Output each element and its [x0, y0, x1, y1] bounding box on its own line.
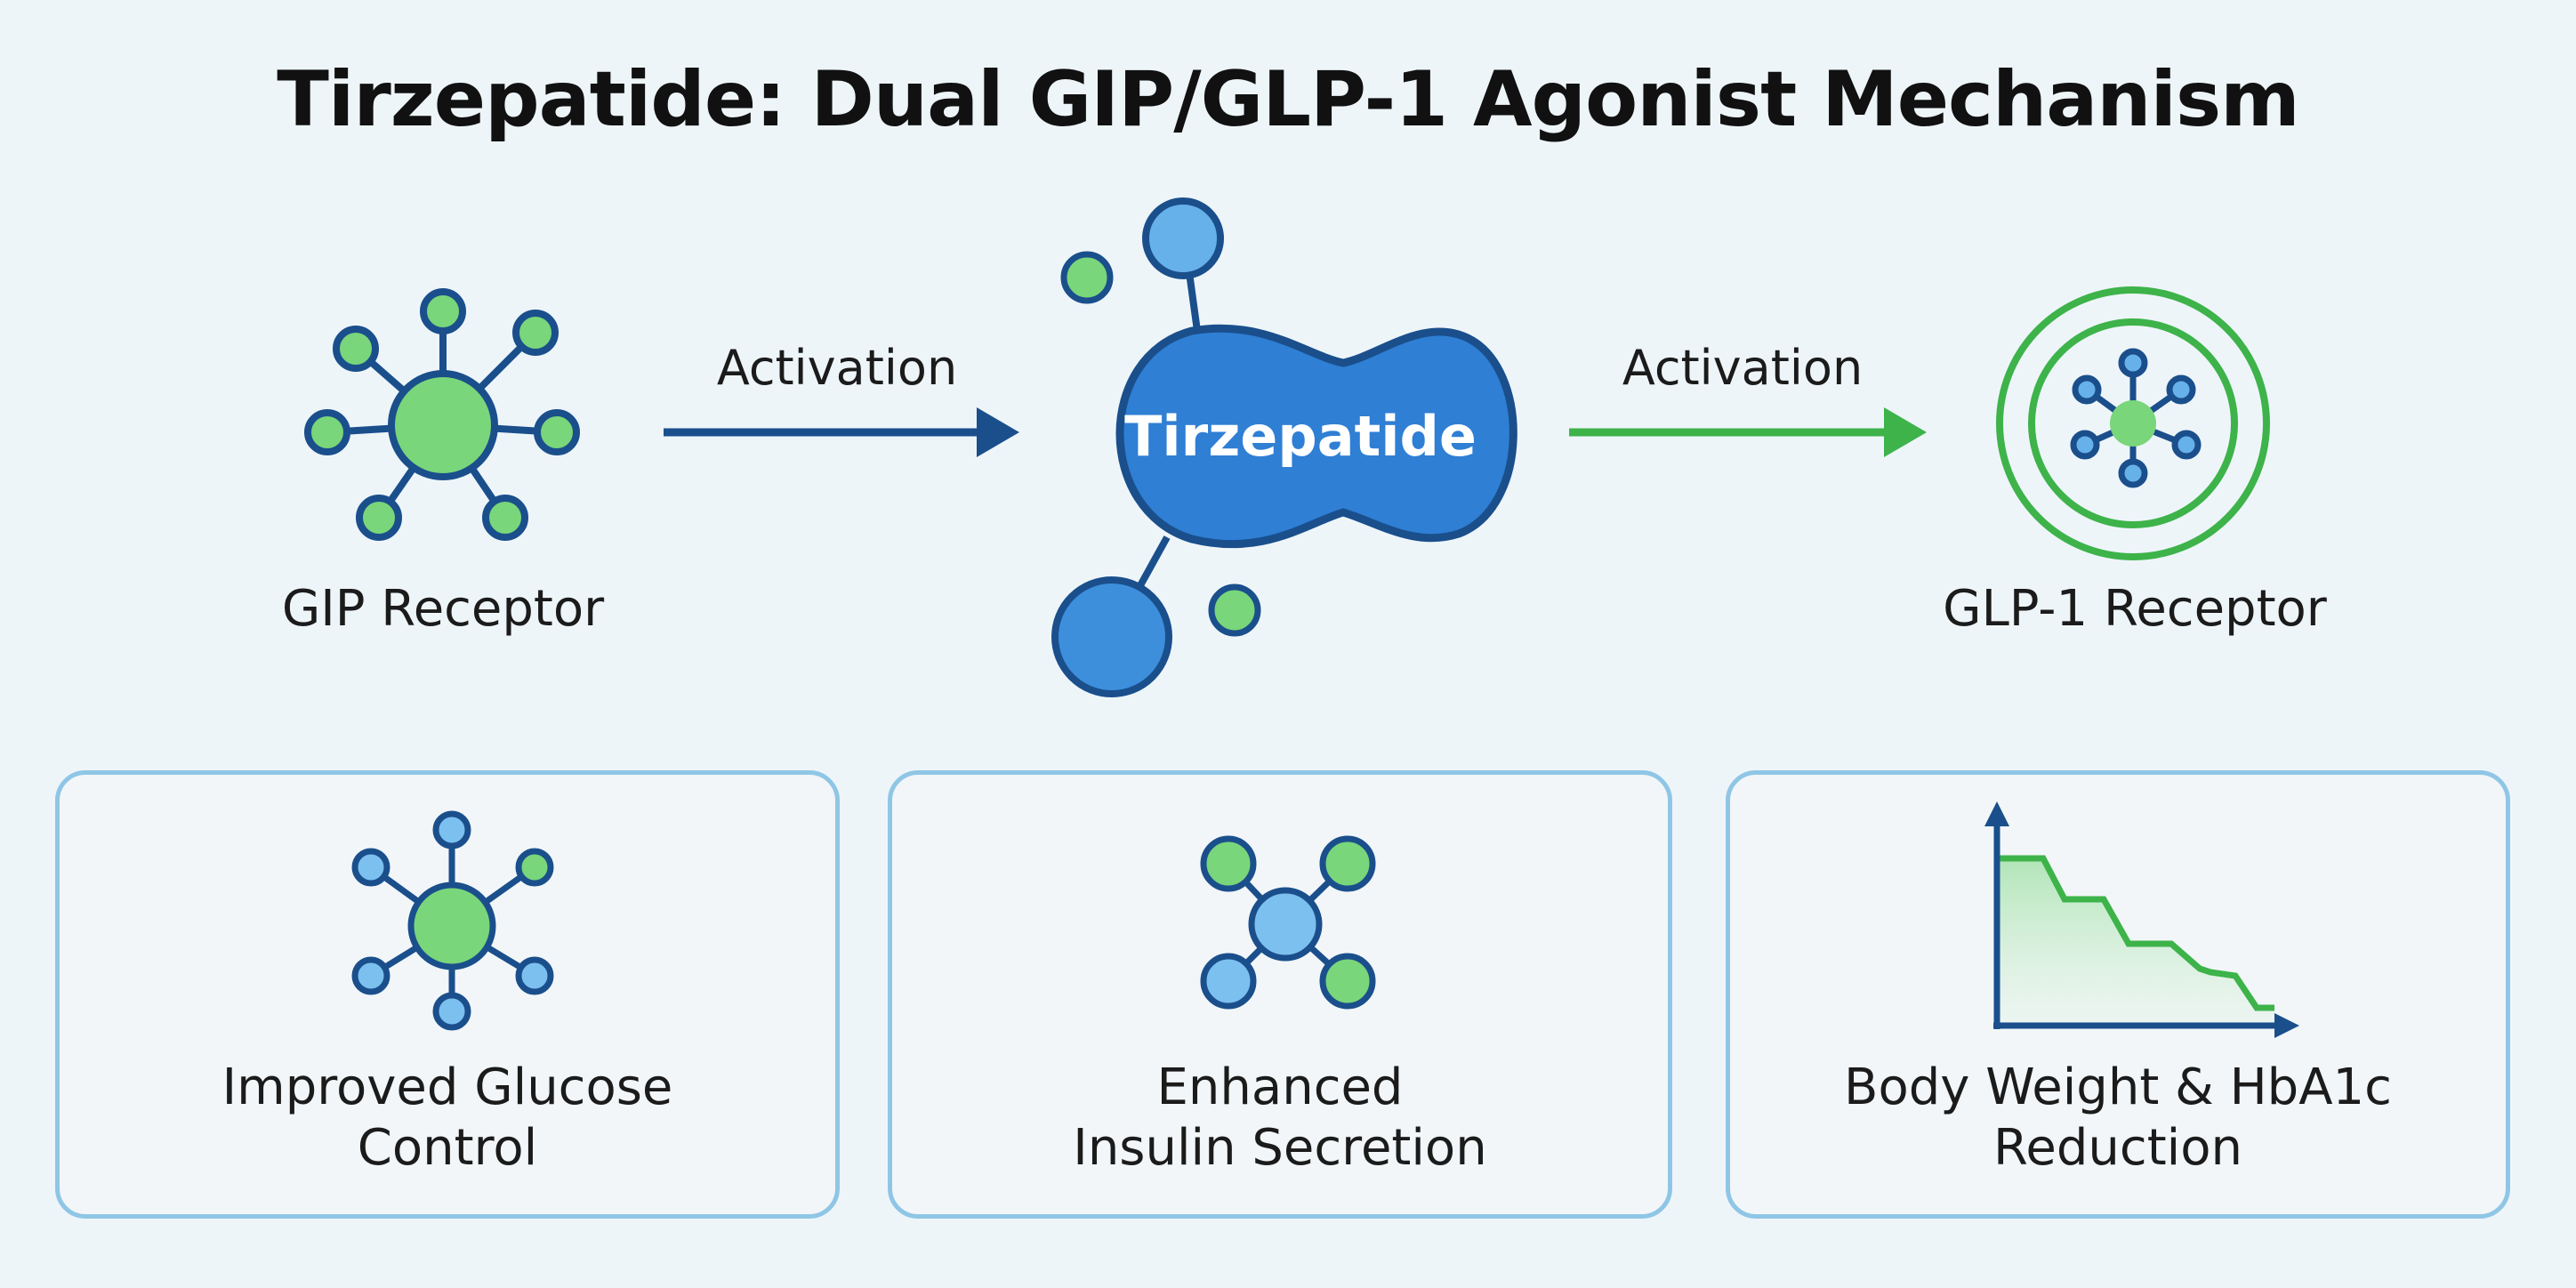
- insulin-molecule-icon: [1200, 835, 1376, 1010]
- weight-decline-chart-icon: [1984, 801, 2299, 1038]
- card-weight-line2: Reduction: [1993, 1119, 2242, 1177]
- mechanism-diagram: Tirzepatide: [304, 197, 2270, 697]
- card-weight-line1: Body Weight & HbA1c: [1844, 1059, 2392, 1116]
- glucose-network-icon: [351, 810, 554, 1031]
- gip-receptor-label: GIP Receptor: [281, 580, 605, 638]
- tirzepatide-molecule-icon: [1051, 197, 1517, 697]
- right-activation-arrow: [1569, 407, 1927, 457]
- left-activation-arrow: [664, 407, 1019, 457]
- tirzepatide-label: Tirzepatide: [1124, 404, 1477, 469]
- right-arrow-label: Activation: [1622, 340, 1864, 396]
- outcome-card-insulin: Enhanced Insulin Secretion: [888, 770, 1672, 1219]
- outcome-card-weight: Body Weight & HbA1c Reduction: [1726, 770, 2510, 1219]
- card-glucose-line2: Control: [357, 1119, 538, 1177]
- card-glucose-line1: Improved Glucose: [221, 1059, 673, 1116]
- glp1-receptor-icon: [1996, 286, 2270, 560]
- outcome-card-glucose: Improved Glucose Control: [55, 770, 840, 1219]
- glp1-receptor-label: GLP-1 Receptor: [1943, 580, 2327, 638]
- card-insulin-line2: Insulin Secretion: [1073, 1119, 1487, 1177]
- card-insulin-line1: Enhanced: [1156, 1059, 1404, 1116]
- left-arrow-label: Activation: [716, 340, 958, 396]
- page-title: Tirzepatide: Dual GIP/GLP-1 Agonist Mech…: [277, 55, 2300, 144]
- gip-receptor-icon: [304, 288, 580, 541]
